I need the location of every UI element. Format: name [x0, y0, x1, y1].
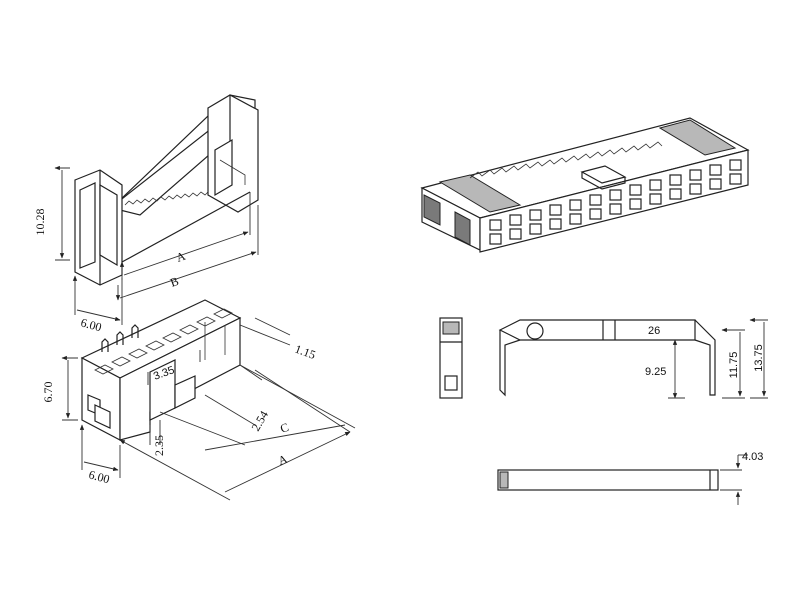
label-a-top: A [174, 249, 187, 265]
strain-relief-isometric [55, 94, 258, 325]
label-4-03: 4.03 [742, 451, 763, 463]
connector-26pin-isometric [420, 117, 750, 253]
label-2-54: 2.54 [248, 408, 271, 433]
label-1-15: 1.15 [293, 342, 318, 362]
label-c: C [278, 420, 290, 436]
label-10-28: 10.28 [33, 209, 47, 236]
bottom-view [497, 454, 748, 505]
label-a-bottom: A [276, 452, 289, 468]
label-2-35: 2.35 [152, 435, 166, 456]
label-6-00-top: 6.00 [79, 315, 103, 334]
label-9-25: 9.25 [645, 366, 666, 378]
label-13-75: 13.75 [753, 344, 765, 372]
end-view [439, 317, 463, 399]
label-b-top: B [168, 274, 180, 290]
connector-housing-isometric [62, 299, 355, 501]
label-26: 26 [648, 325, 660, 337]
label-11-75: 11.75 [728, 352, 740, 379]
label-6-70: 6.70 [41, 382, 55, 403]
label-6-00-bottom: 6.00 [87, 467, 111, 486]
side-view [498, 320, 768, 398]
